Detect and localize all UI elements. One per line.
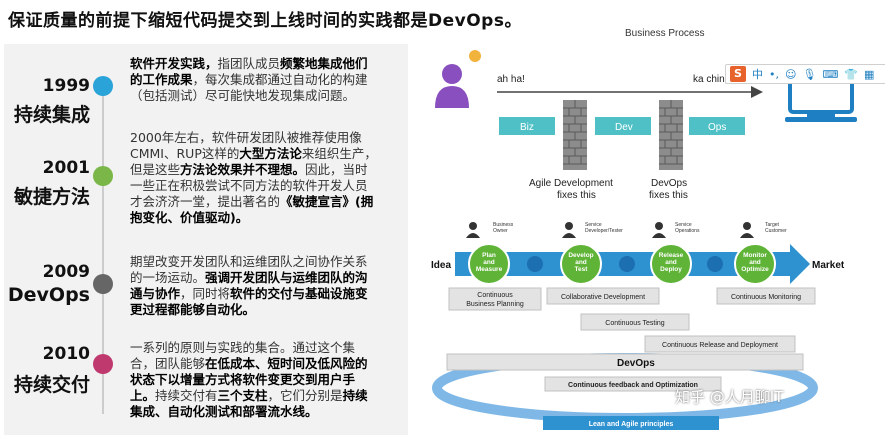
- description-run: 频繁地集成他们的工作成果: [130, 56, 368, 87]
- devops-diagram: Business Process ah ha! ka ching Biz Dev…: [425, 20, 885, 438]
- description-run: 大型方法论: [239, 146, 302, 161]
- entry-description: 2000年左右，软件研发团队被推荐使用像CMMI、RUP这样的大型方法论来组织生…: [130, 130, 378, 226]
- entry-name: 敏捷方法: [13, 186, 90, 208]
- input-method-toolbar[interactable]: S 中 •, ☺ 🎙 ⌨ 👕 ▦: [725, 64, 885, 84]
- person-icon: [435, 50, 481, 108]
- page-title: 保证质量的前提下缩短代码提交到上线时间的实践都是DevOps。: [8, 11, 522, 31]
- entry-description: 一系列的原则与实践的集合。通过这个集合，团队能够在低成本、短时间及低风险的状态下…: [130, 340, 378, 420]
- stage-circles: [468, 243, 776, 285]
- description-run: ，它们分别是: [267, 388, 343, 403]
- loop-title: DevOps: [617, 358, 655, 369]
- description-run: ，同时将: [180, 286, 231, 301]
- right-exclaim: ka ching: [693, 74, 730, 85]
- devops-banner: [446, 353, 804, 371]
- microphone-icon[interactable]: 🎙: [802, 67, 817, 81]
- description-run: 三个支柱: [217, 388, 268, 403]
- wall-1-line-2: fixes this: [557, 190, 596, 201]
- principles-box: [543, 416, 719, 430]
- entry-name: 持续集成: [13, 104, 90, 126]
- description-run: 软件的交付与基础设施变更过程都能够自动化。: [130, 286, 368, 317]
- description-run: ，每次集成都通过自动化的构建（包括测试）尽可能快地发现集成问题。: [130, 72, 368, 103]
- description-run: 《敏捷宣言》(拥抱变化、价值驱动)。: [130, 194, 374, 225]
- timeline-dot: [93, 166, 113, 186]
- entry-name: DevOps: [7, 284, 90, 306]
- watermark: 知乎 @人月聊IT: [675, 388, 784, 406]
- process-arrow-head: [751, 86, 763, 98]
- skin-icon[interactable]: 👕: [844, 67, 859, 81]
- entry-year: 1999: [42, 76, 90, 96]
- timeline-dot: [93, 274, 113, 294]
- description-run: 在低成本、短时间及低风险的状态下以增量方式将软件变更交到用户手上。: [130, 356, 368, 403]
- business-process-title: Business Process: [625, 28, 704, 39]
- loop-feedback: Continuous feedback and Optimization: [568, 382, 698, 389]
- lightbulb-icon: [469, 50, 481, 62]
- feedback-box: [544, 376, 722, 392]
- wall-1-label: Agile Development fixes this: [529, 178, 616, 201]
- description-run: 来组织生产，但是这些: [130, 146, 377, 177]
- entry-description: 软件开发实践，指团队成员频繁地集成他们的工作成果，每次集成都通过自动化的构建（包…: [130, 56, 378, 104]
- ops-label: Ops: [708, 122, 726, 133]
- practice-boxes: [448, 287, 816, 353]
- timeline-line: [102, 84, 104, 414]
- wall-2-line-1: DevOps: [651, 178, 687, 189]
- description-run: 软件开发实践，: [130, 56, 218, 71]
- brick-wall-2: [659, 100, 683, 170]
- timeline-panel: 1999 持续集成 软件开发实践，指团队成员频繁地集成他们的工作成果，每次集成都…: [4, 44, 408, 435]
- pipeline-end: Market: [812, 260, 845, 271]
- left-exclaim: ah ha!: [497, 74, 525, 85]
- description-run: 因此，当时一些正在积极尝试不同方法的软件开发人员才会济济一堂，提出著名的: [130, 162, 368, 209]
- entry-year: 2009: [42, 262, 90, 282]
- timeline-dot: [93, 354, 113, 374]
- description-run: 一系列的原则与实践的集合。通过这个集合，团队能够: [130, 340, 356, 371]
- description-run: 指团队成员: [217, 56, 281, 71]
- practice-label: Collaborative Development: [561, 294, 645, 301]
- role-icons: [466, 222, 754, 238]
- description-run: 期望改变开发团队和运维团队之间协作关系的一场运动。: [130, 254, 368, 285]
- grid-icon[interactable]: ▦: [864, 67, 875, 81]
- timeline-dot: [93, 76, 113, 96]
- dev-label: Dev: [615, 122, 633, 133]
- description-run: 强调开发团队与运维团队的沟通与协作: [130, 270, 368, 301]
- description-run: 持续交付有: [155, 388, 218, 403]
- pipeline-start: Idea: [431, 260, 451, 271]
- biz-box: [499, 117, 555, 135]
- punctuation-icon[interactable]: •,: [769, 67, 779, 81]
- entry-year: 2001: [42, 158, 90, 178]
- biz-label: Biz: [520, 122, 534, 133]
- entry-name: 持续交付: [13, 374, 90, 396]
- dev-box: [595, 117, 651, 135]
- wall-1-line-1: Agile Development: [529, 178, 613, 189]
- wall-2-line-2: fixes this: [649, 190, 688, 201]
- brick-wall-1: [563, 100, 587, 170]
- ops-box: [689, 117, 745, 135]
- emoji-icon[interactable]: ☺: [785, 67, 797, 81]
- description-run: 2000年左右，软件研发团队被推荐使用像CMMI、RUP这样的: [130, 130, 362, 161]
- ime-language-toggle[interactable]: 中: [752, 68, 763, 81]
- loop-base: Lean and Agile principles: [589, 421, 674, 428]
- practice-label: Continuous Release and Deployment: [662, 342, 778, 349]
- wall-2-label: DevOps fixes this: [649, 178, 690, 201]
- entry-year: 2010: [42, 344, 90, 364]
- ime-logo-icon[interactable]: S: [730, 66, 746, 82]
- keyboard-icon[interactable]: ⌨: [822, 67, 839, 81]
- description-run: 持续集成、自动化测试和部署流水线。: [130, 388, 368, 419]
- entry-description: 期望改变开发团队和运维团队之间协作关系的一场运动。强调开发团队与运维团队的沟通与…: [130, 254, 378, 318]
- practice-label: Continuous Monitoring: [731, 294, 801, 301]
- description-run: 方法论效果并不理想。: [180, 162, 306, 177]
- practice-label: Continuous Testing: [605, 320, 665, 327]
